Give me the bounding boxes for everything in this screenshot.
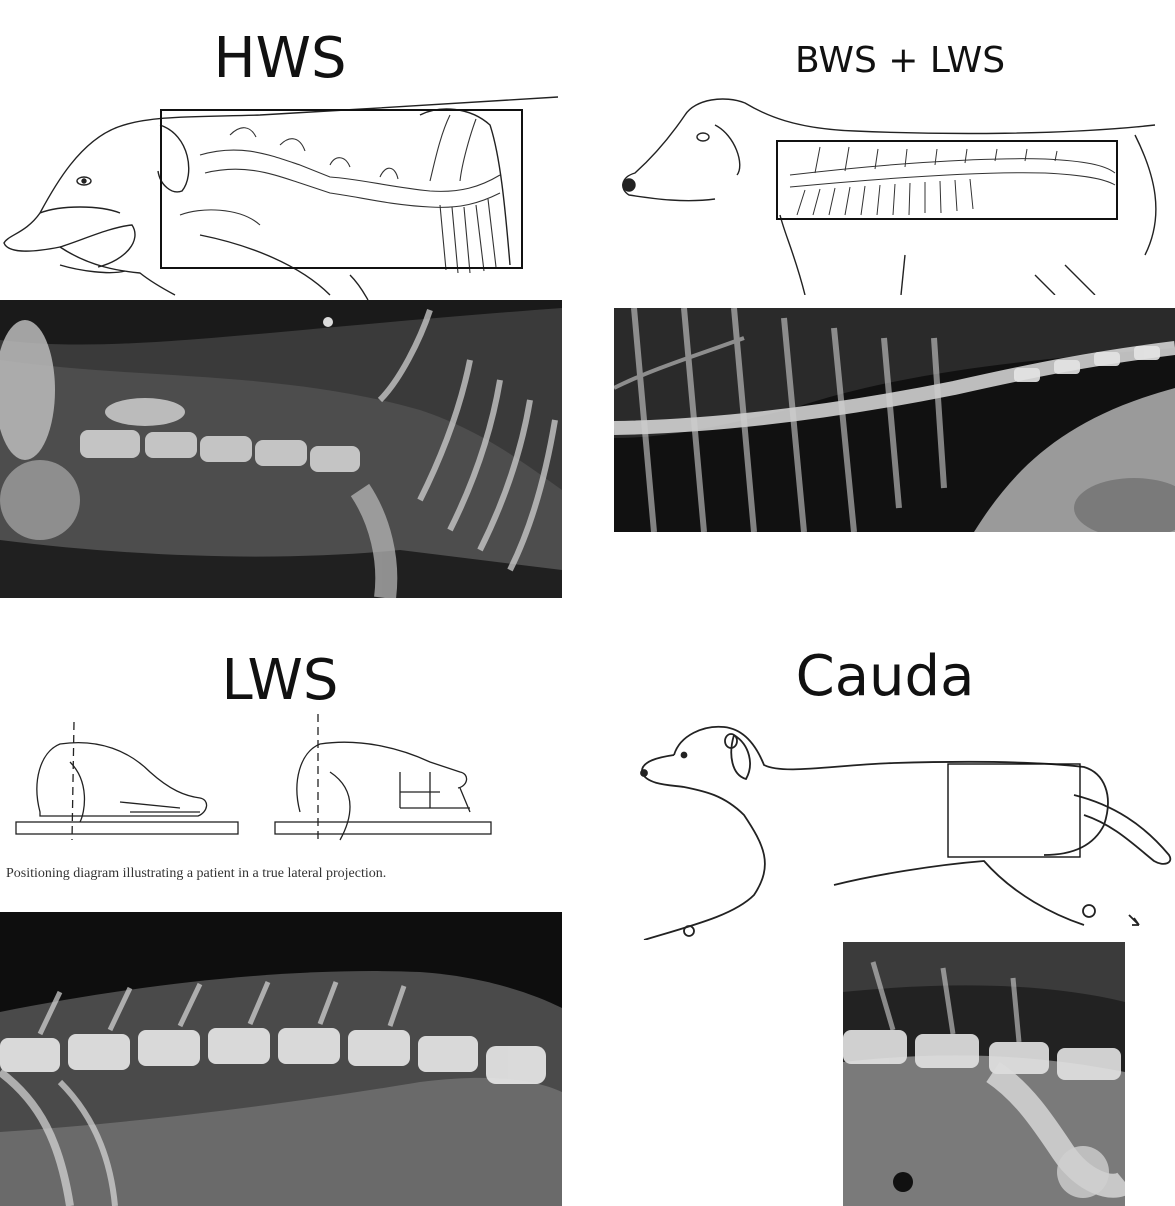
- hws-spine-frame: [160, 109, 523, 269]
- bws-lws-title: BWS + LWS: [794, 40, 1006, 81]
- cauda-dog-drawing: [640, 725, 1172, 940]
- hws-title: HWS: [213, 26, 347, 91]
- hws-dog-drawing: [3, 96, 559, 300]
- lws-title: LWS: [221, 648, 339, 713]
- bws-dog-drawing: [622, 98, 1157, 295]
- lws-table-diagram: [15, 714, 492, 841]
- lws-caption: Positioning diagram illustrating a patie…: [6, 866, 387, 881]
- cauda-title: Cauda: [795, 644, 975, 709]
- cauda-xray-image: [843, 942, 1125, 1206]
- lws-xray-image: [0, 912, 562, 1206]
- hws-xray-image: [0, 300, 562, 598]
- cauda-spine-frame: [947, 763, 1081, 858]
- bws-xray-image: [614, 308, 1175, 532]
- bws-spine-frame: [776, 140, 1118, 220]
